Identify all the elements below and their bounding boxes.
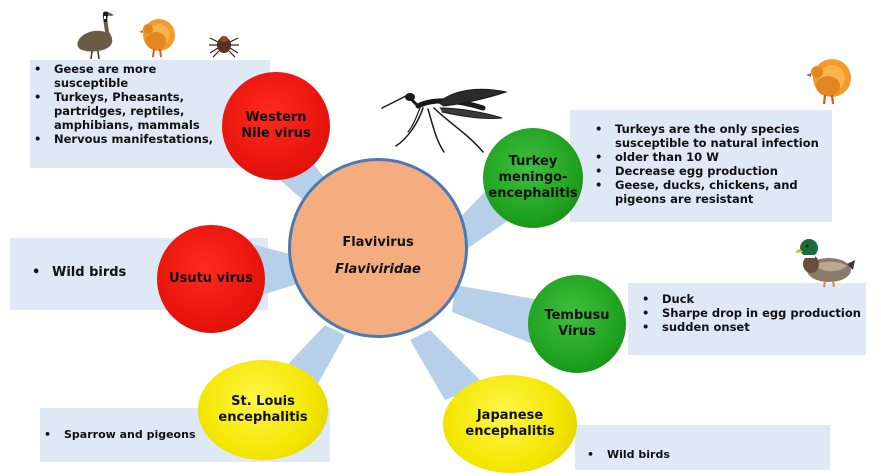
- japanese-name-line1: Japanese: [465, 408, 554, 424]
- center-subtitle: Flaviviridae: [318, 262, 438, 277]
- tembusu-circle: Tembusu Virus: [528, 275, 626, 373]
- japanese-name-line2: encephalitis: [465, 424, 554, 440]
- turkey-icon: [800, 54, 860, 106]
- usutu-circle: Usutu virus: [157, 225, 265, 333]
- turkey-me-name-line3: encephalitis: [488, 186, 577, 202]
- list-item: Geese are more susceptible: [32, 62, 232, 90]
- list-item: Turkeys, Pheasants, partridges, reptiles…: [32, 90, 232, 132]
- tick-icon: [207, 30, 241, 58]
- west-nile-circle: Western Nile virus: [222, 72, 330, 180]
- goose-icon: [70, 8, 122, 60]
- turkey-me-name-line2: meningo-: [488, 170, 577, 186]
- list-item: Duck: [640, 292, 870, 306]
- center-title: Flavivirus: [328, 235, 428, 250]
- tembusu-name-line2: Virus: [544, 324, 609, 340]
- tembusu-bullets: Duck Sharpe drop in egg production sudde…: [640, 292, 870, 334]
- list-item: older than 10 W: [593, 150, 833, 164]
- st-louis-bullets: Sparrow and pigeons: [42, 428, 212, 442]
- st-louis-circle: St. Louis encephalitis: [198, 360, 328, 460]
- list-item: sudden onset: [640, 320, 870, 334]
- west-nile-name-line1: Western: [241, 110, 310, 126]
- tembusu-name-line1: Tembusu: [544, 308, 609, 324]
- mosquito-icon: [378, 78, 513, 158]
- list-item: Sharpe drop in egg production: [640, 306, 870, 320]
- st-louis-name-line2: encephalitis: [218, 410, 307, 426]
- duck-icon: [795, 236, 857, 288]
- list-item: Turkeys are the only species susceptible…: [593, 122, 833, 150]
- west-nile-bullets: Geese are more susceptible Turkeys, Phea…: [32, 62, 232, 146]
- japanese-bullets: Wild birds: [585, 448, 735, 462]
- west-nile-name-line2: Nile virus: [241, 126, 310, 142]
- usutu-name: Usutu virus: [169, 271, 253, 287]
- list-item: Wild birds: [585, 448, 735, 462]
- list-item: Sparrow and pigeons: [42, 428, 212, 442]
- japanese-circle: Japanese encephalitis: [443, 375, 577, 473]
- turkey-icon: [133, 13, 183, 59]
- list-item: Decrease egg production: [593, 164, 833, 178]
- usutu-bullets: Wild birds: [30, 266, 150, 280]
- st-louis-name-line1: St. Louis: [218, 394, 307, 410]
- turkey-me-bullets: Turkeys are the only species susceptible…: [593, 122, 833, 206]
- list-item: Wild birds: [30, 266, 150, 280]
- list-item: Geese, ducks, chickens, and pigeons are …: [593, 178, 833, 206]
- list-item: Nervous manifestations,: [32, 132, 232, 146]
